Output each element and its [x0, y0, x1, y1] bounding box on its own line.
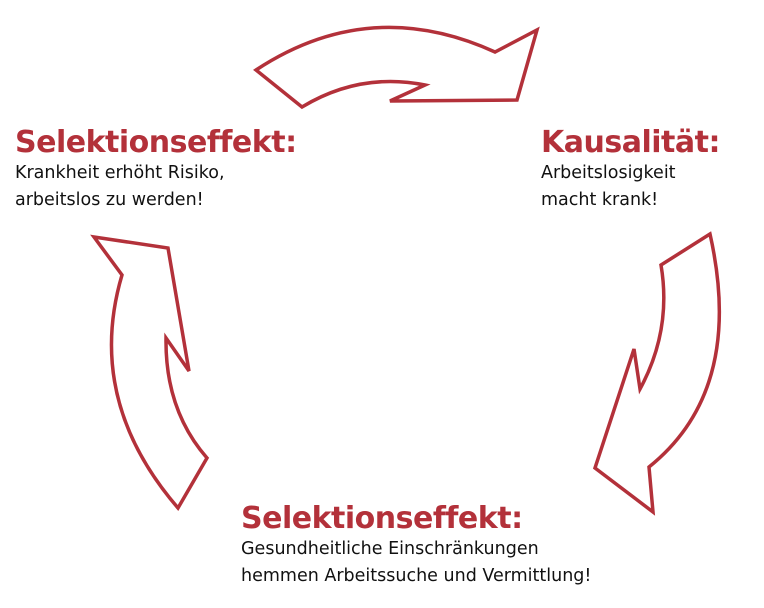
causality-right: Kausalität: Arbeitslosigkeit macht krank… — [541, 126, 720, 214]
arrow-top-icon — [253, 25, 540, 110]
block-line: Arbeitslosigkeit — [541, 163, 676, 183]
block-title: Selektionseffekt: — [15, 125, 297, 160]
block-line: arbeitslos zu werden! — [15, 190, 204, 210]
block-line: macht krank! — [541, 190, 659, 210]
block-title: Kausalität: — [541, 125, 720, 160]
block-line: hemmen Arbeitssuche und Vermittlung! — [241, 566, 592, 586]
block-line: Krankheit erhöht Risiko, — [15, 163, 225, 183]
arrow-right-icon — [592, 231, 722, 516]
block-line: Gesundheitliche Einschränkungen — [241, 539, 539, 559]
selection-effect-left: Selektionseffekt: Krankheit erhöht Risik… — [15, 126, 297, 214]
block-title: Selektionseffekt: — [241, 501, 523, 536]
arrow-left-icon — [90, 234, 210, 512]
selection-effect-bottom: Selektionseffekt: Gesundheitliche Einsch… — [241, 502, 591, 590]
